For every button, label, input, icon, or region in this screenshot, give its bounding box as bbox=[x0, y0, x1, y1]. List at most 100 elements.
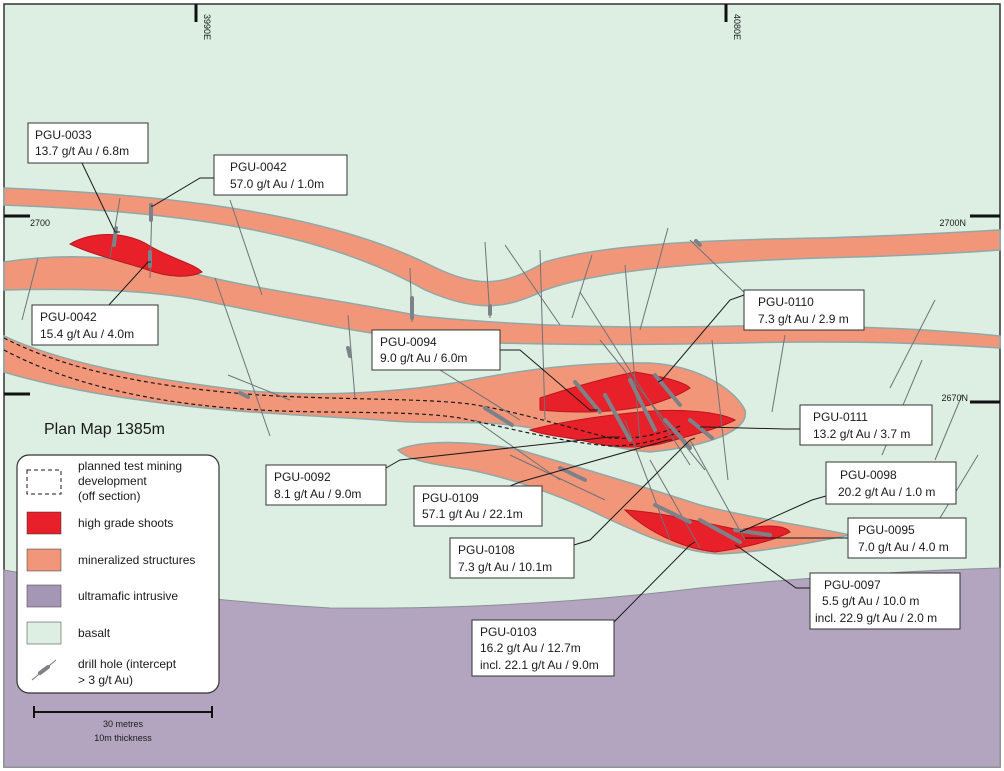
drill-hole bbox=[624, 419, 671, 541]
label-hole: PGU-0042 bbox=[230, 160, 287, 174]
leader-line bbox=[573, 437, 696, 546]
drill-intercept bbox=[653, 373, 682, 407]
legend-label-planned-development-3: (off section) bbox=[78, 489, 140, 503]
drill-hole bbox=[649, 459, 701, 549]
grid-label-2670-right: 2670N bbox=[941, 393, 968, 403]
legend-swatch-basalt bbox=[26, 621, 62, 645]
label-result: 20.2 g/t Au / 1.0 m bbox=[838, 485, 935, 499]
label-box bbox=[27, 122, 149, 164]
intercept-labels: PGU-0033 13.7 g/t Au / 6.8m PGU-0042 57.… bbox=[27, 122, 967, 677]
mineralized-structure-upper bbox=[3, 187, 1001, 307]
drill-intercept bbox=[688, 418, 714, 440]
intercept-label-pgu-0097: PGU-0097 5.5 g/t Au / 10.0 m incl. 22.9 … bbox=[809, 572, 961, 630]
label-box bbox=[413, 485, 543, 527]
scale-bar-note: 10m thickness bbox=[94, 733, 152, 743]
label-result-incl: incl. 22.1 g/t Au / 9.0m bbox=[480, 658, 599, 672]
drill-hole bbox=[229, 199, 263, 296]
drill-hole bbox=[509, 454, 606, 501]
drill-hole bbox=[689, 439, 746, 541]
label-hole: PGU-0042 bbox=[40, 310, 97, 324]
label-result: 13.7 g/t Au / 6.8m bbox=[35, 144, 129, 158]
intercept-label-pgu-0092: PGU-0092 8.1 g/t Au / 9.0m bbox=[265, 464, 387, 506]
legend-swatch-high-grade bbox=[26, 511, 62, 535]
high-grade-shoot-lower bbox=[623, 509, 791, 553]
label-box bbox=[449, 537, 575, 579]
label-hole: PGU-0109 bbox=[422, 491, 479, 505]
drill-intercept bbox=[663, 418, 692, 450]
label-hole: PGU-0033 bbox=[35, 128, 92, 142]
legend-label-drill-hole-2: > 3 g/t Au) bbox=[78, 673, 133, 687]
grid-label-3990e: 3990E bbox=[202, 14, 212, 40]
leader-line bbox=[657, 294, 745, 383]
label-result: 5.5 g/t Au / 10.0 m bbox=[822, 594, 919, 608]
label-hole: PGU-0111 bbox=[813, 410, 868, 424]
drill-intercept bbox=[573, 380, 602, 414]
drill-intercept bbox=[558, 466, 587, 482]
label-box bbox=[847, 517, 967, 559]
scale-bar-label: 30 metres bbox=[103, 719, 144, 729]
leader-line bbox=[500, 349, 598, 411]
label-hole: PGU-0095 bbox=[858, 523, 915, 537]
intercept-label-pgu-0110: PGU-0110 7.3 g/t Au / 2.9 m bbox=[743, 289, 865, 331]
drill-hole bbox=[934, 394, 963, 461]
label-result: 13.2 g/t Au / 3.7 m bbox=[813, 427, 910, 441]
label-hole: PGU-0094 bbox=[380, 335, 437, 349]
legend-label-planned-development-1: planned test mining bbox=[78, 459, 182, 473]
drill-holes bbox=[21, 197, 979, 549]
drill-hole bbox=[579, 291, 691, 466]
legend-label-mineralized: mineralized structures bbox=[78, 553, 195, 567]
drill-intercept bbox=[238, 391, 250, 399]
drill-hole bbox=[689, 239, 751, 299]
grid-ticks bbox=[4, 4, 1000, 404]
legend-label-ultramafic: ultramafic intrusive bbox=[78, 589, 178, 603]
drill-hole bbox=[889, 299, 936, 389]
label-result: 7.0 g/t Au / 4.0 m bbox=[858, 540, 949, 554]
drill-hole bbox=[624, 264, 641, 441]
drill-hole bbox=[539, 249, 546, 421]
drill-hole bbox=[771, 334, 786, 413]
drill-hole bbox=[227, 374, 291, 401]
leader-line bbox=[385, 436, 620, 469]
drill-hole bbox=[639, 227, 669, 331]
intercept-label-pgu-0108: PGU-0108 7.3 g/t Au / 10.1m bbox=[449, 537, 575, 579]
intercept-label-pgu-0042-b: PGU-0042 15.4 g/t Au / 4.0m bbox=[31, 304, 159, 346]
drill-intercept bbox=[483, 406, 514, 427]
drill-hole bbox=[939, 454, 979, 519]
leader-line bbox=[739, 495, 827, 533]
intercept-label-pgu-0095: PGU-0095 7.0 g/t Au / 4.0 m bbox=[847, 517, 967, 559]
intercept-label-pgu-0098: PGU-0098 20.2 g/t Au / 1.0 m bbox=[825, 461, 957, 505]
drill-intercept bbox=[694, 239, 702, 247]
drill-hole bbox=[214, 277, 271, 437]
label-result: 7.3 g/t Au / 10.1m bbox=[458, 560, 552, 574]
legend-label-high-grade: high grade shoots bbox=[78, 516, 173, 530]
label-hole: PGU-0098 bbox=[840, 468, 897, 482]
drill-intercept bbox=[653, 503, 692, 524]
label-box bbox=[825, 461, 957, 505]
label-box bbox=[371, 329, 501, 371]
legend-swatch-drill-intercept bbox=[38, 665, 50, 675]
legend: planned test mining development (off sec… bbox=[16, 454, 220, 694]
drill-intercept bbox=[603, 393, 632, 442]
label-box bbox=[31, 304, 159, 346]
label-result: 15.4 g/t Au / 4.0m bbox=[40, 327, 134, 341]
leader-line bbox=[151, 177, 214, 207]
grid-label-2700-left: 2700 bbox=[30, 218, 50, 228]
intercept-label-pgu-0033: PGU-0033 13.7 g/t Au / 6.8m bbox=[27, 122, 149, 164]
legend-swatch-ultramafic bbox=[26, 584, 62, 608]
label-hole: PGU-0110 bbox=[758, 295, 814, 309]
label-result: 57.0 g/t Au / 1.0m bbox=[230, 177, 324, 191]
label-result: 9.0 g/t Au / 6.0m bbox=[380, 351, 467, 365]
label-result: 16.2 g/t Au / 12.7m bbox=[480, 641, 581, 655]
label-result: 8.1 g/t Au / 9.0m bbox=[274, 487, 361, 501]
drill-hole bbox=[571, 254, 593, 319]
intercept-label-pgu-0103: PGU-0103 16.2 g/t Au / 12.7m incl. 22.1 … bbox=[471, 619, 615, 677]
drill-intercept bbox=[698, 518, 742, 544]
label-box bbox=[743, 289, 865, 331]
high-grade-shoots bbox=[68, 234, 791, 553]
intercept-label-pgu-0042-a: PGU-0042 57.0 g/t Au / 1.0m bbox=[213, 154, 348, 196]
drill-hole bbox=[504, 244, 561, 326]
drill-hole bbox=[599, 339, 706, 471]
label-hole: PGU-0092 bbox=[274, 470, 331, 484]
legend-label-planned-development-2: development bbox=[78, 474, 147, 488]
